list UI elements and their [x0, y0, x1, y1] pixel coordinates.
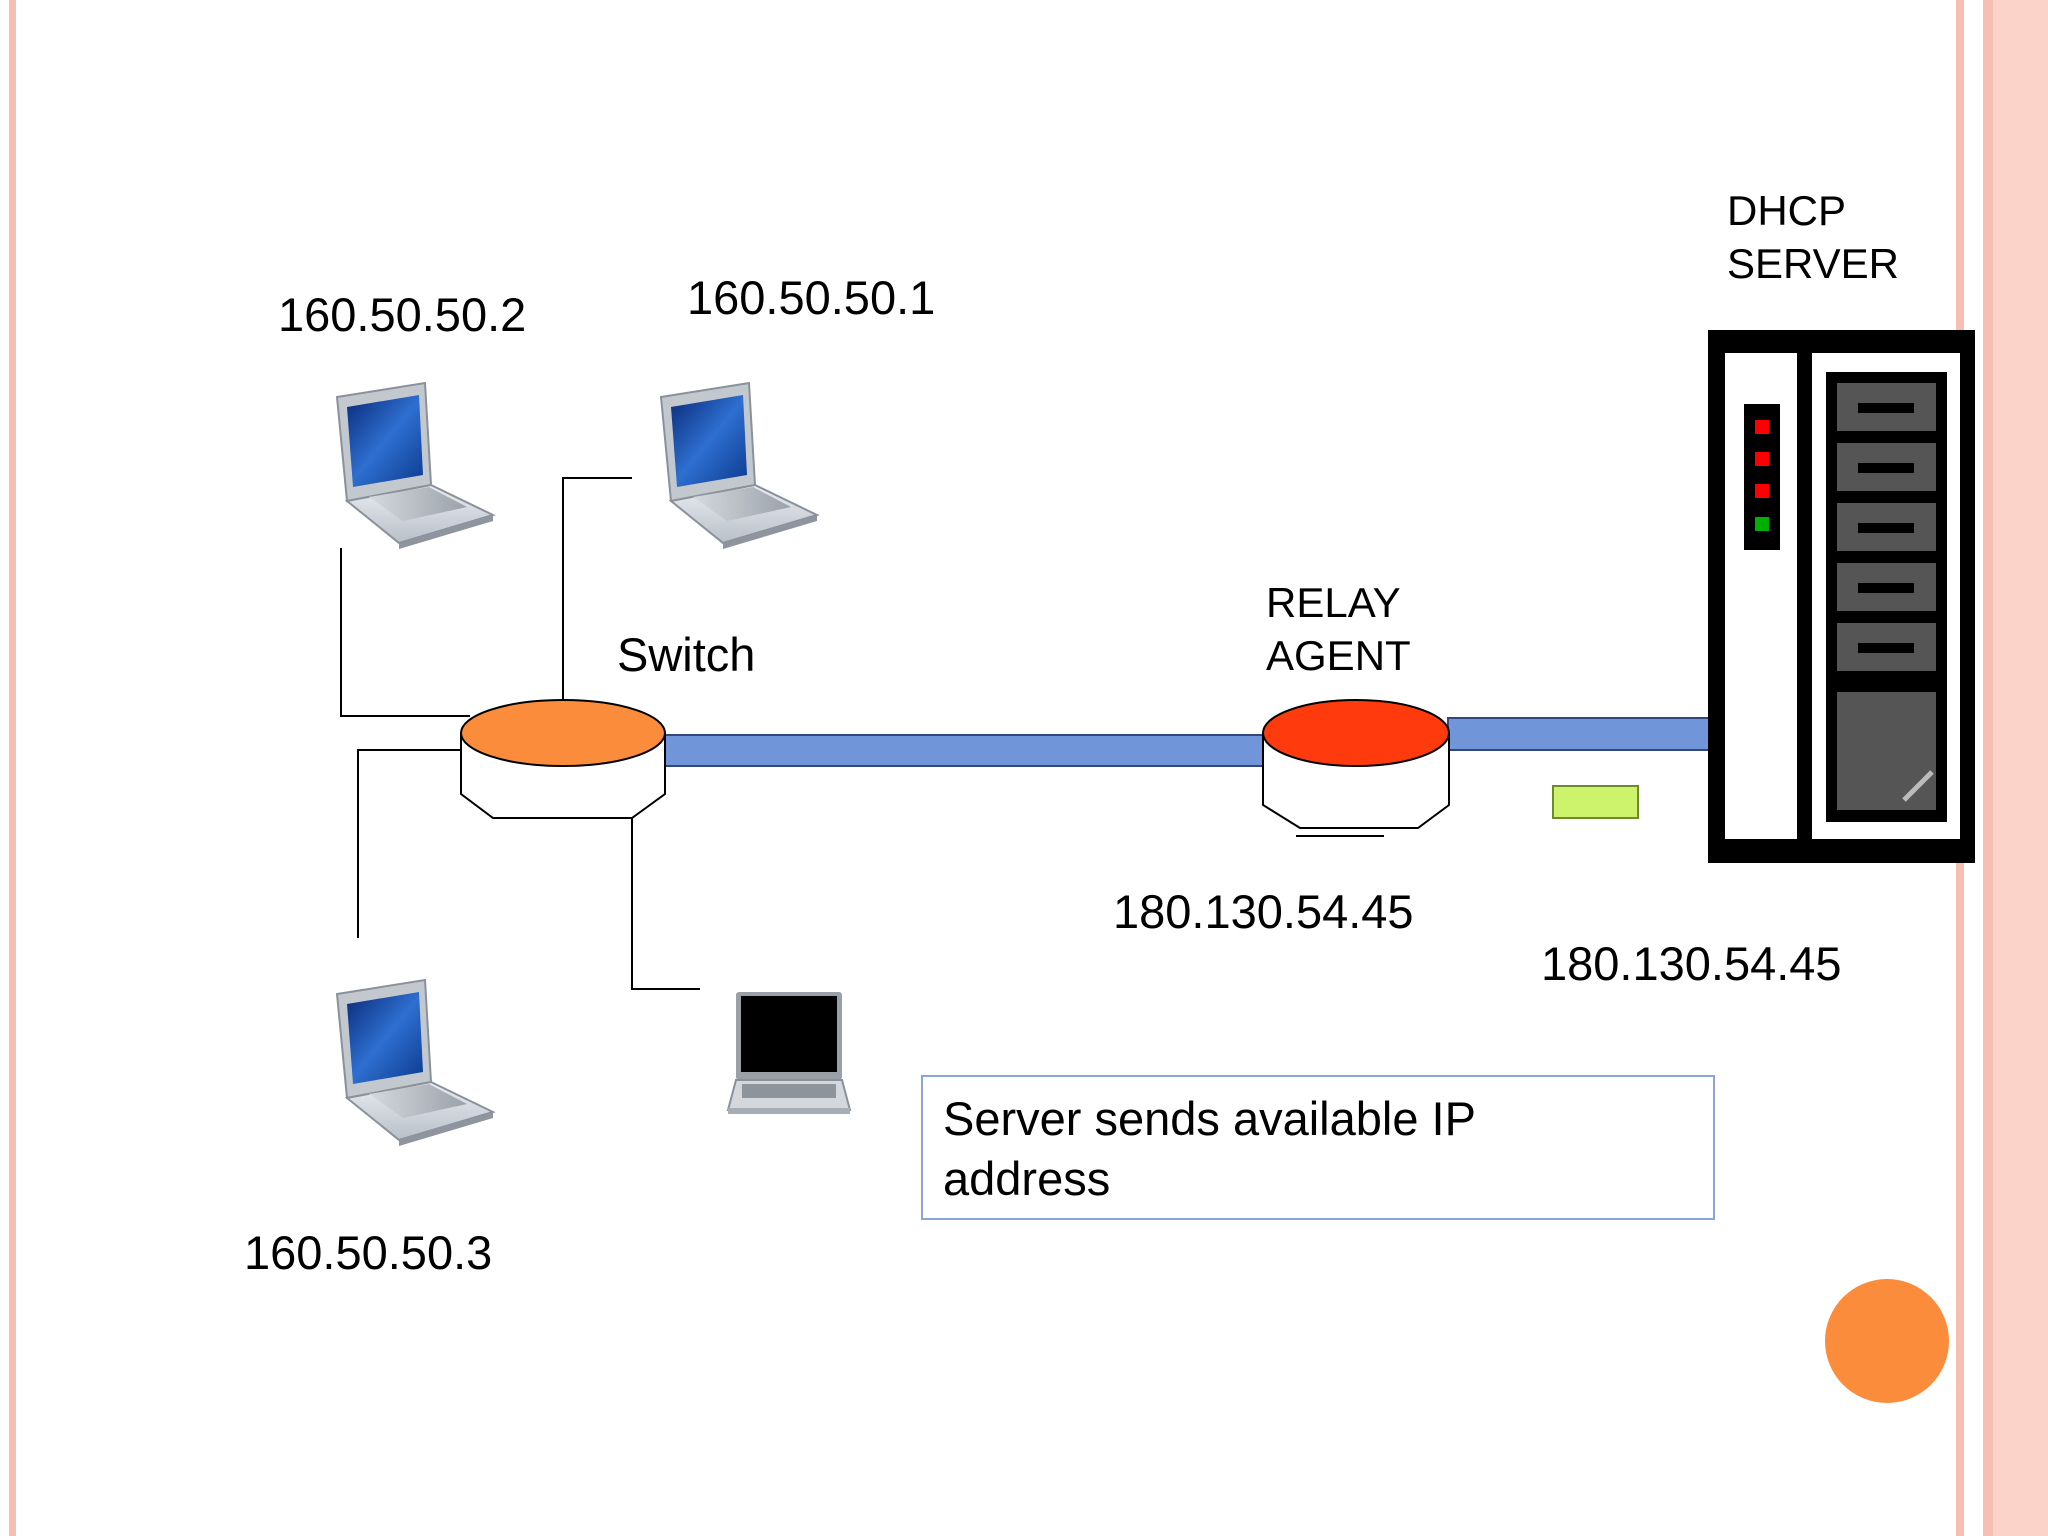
laptop-icon	[659, 381, 820, 549]
laptop-screen	[741, 996, 837, 1072]
drive-slot	[1858, 643, 1914, 653]
relay-top	[1262, 699, 1450, 767]
server-led-red-2	[1755, 452, 1769, 466]
switch-label: Switch	[617, 628, 756, 681]
drive-slot	[1858, 583, 1914, 593]
drive-slot	[1858, 403, 1914, 413]
switch-device	[460, 699, 666, 819]
server-led-green	[1755, 517, 1769, 531]
drive-bay-large	[1837, 692, 1936, 810]
dhcp-server-ip-label: 180.130.54.45	[1541, 937, 1842, 990]
message-box: Server sends available IP address	[921, 1075, 1715, 1220]
laptop-keyboard	[742, 1084, 836, 1098]
switch-top	[460, 699, 666, 767]
drive-bay-glint	[1902, 770, 1934, 802]
server-drive-bays	[1837, 383, 1936, 810]
laptop-160-50-50-1	[659, 381, 820, 549]
switch-connections	[340, 477, 700, 990]
drive-slot	[1858, 523, 1914, 533]
ip-label-laptop-160-50-50-3: 160.50.50.3	[244, 1226, 493, 1279]
server-led-red-1	[1755, 420, 1769, 434]
link-laptop-160-50-50-2	[340, 548, 470, 717]
relay-agent-device	[1262, 699, 1450, 837]
laptop-160-50-50-3	[335, 978, 496, 1146]
server-led-red-3	[1755, 484, 1769, 498]
right-border-fill	[1993, 0, 2048, 1536]
left-border-stripe	[9, 0, 16, 1536]
dhcp-server-device	[1708, 330, 1975, 863]
link-relay-server	[1447, 717, 1711, 751]
link-laptop-160-50-50-3	[357, 749, 460, 938]
laptop-160-50-50-2	[335, 381, 496, 549]
laptop-icon	[335, 978, 496, 1146]
right-border-stripe-outer	[1983, 0, 1993, 1536]
dhcp-offer-packet	[1552, 785, 1639, 819]
drive-slot	[1858, 463, 1914, 473]
link-switch-relay	[663, 734, 1265, 767]
laptop-bottom-edge	[728, 1108, 850, 1114]
relay-agent-ip-label: 180.130.54.45	[1113, 885, 1414, 938]
link-laptop-160-50-50-1	[562, 477, 632, 700]
laptop-black-screen	[726, 992, 852, 1114]
laptop-icon	[335, 381, 496, 549]
relay-agent-label: RELAY AGENT	[1266, 579, 1411, 680]
message-text: Server sends available IP address	[943, 1092, 1476, 1205]
dhcp-server-label: DHCP SERVER	[1727, 187, 1899, 288]
link-laptop-black	[631, 770, 700, 990]
ip-label-laptop-160-50-50-2: 160.50.50.2	[278, 288, 527, 341]
ip-label-laptop-160-50-50-1: 160.50.50.1	[687, 271, 936, 324]
slide-decoration-dot	[1825, 1279, 1949, 1403]
